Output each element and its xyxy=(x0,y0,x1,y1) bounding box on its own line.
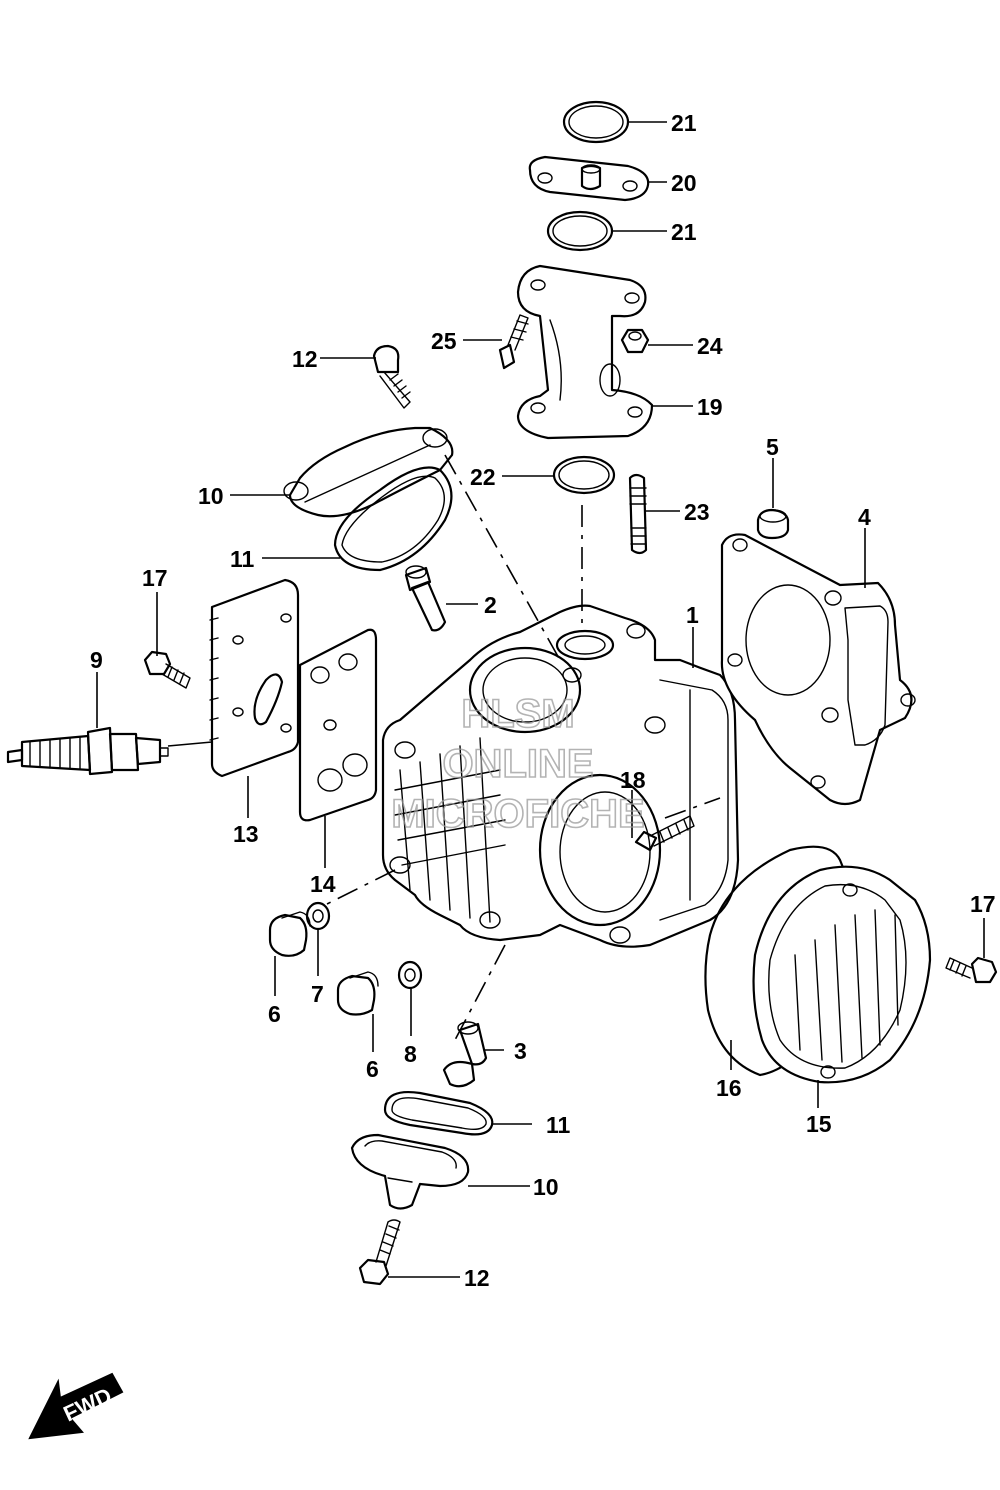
insulator-plate-13[interactable] xyxy=(209,578,300,778)
callout-8: 8 xyxy=(404,1041,417,1067)
callout-21-top: 21 xyxy=(671,110,697,136)
tappet-cap-10-bottom[interactable] xyxy=(350,1133,470,1210)
callout-6-left: 6 xyxy=(268,1001,281,1027)
leader-lines xyxy=(96,121,985,1278)
bolt-18[interactable] xyxy=(634,815,695,852)
o-ring-21-lower[interactable] xyxy=(546,210,614,252)
valve-guide-2[interactable] xyxy=(404,565,447,632)
callout-17-left: 17 xyxy=(142,565,168,591)
alignment-lines xyxy=(324,454,721,1041)
callout-12-bottom: 12 xyxy=(464,1265,490,1291)
callout-20: 20 xyxy=(671,170,697,196)
callout-labels: 21 20 21 25 24 12 19 22 23 5 4 10 11 2 1… xyxy=(90,110,996,1291)
intake-flange-20[interactable] xyxy=(528,155,650,202)
callout-23: 23 xyxy=(684,499,710,525)
spark-plug-9[interactable] xyxy=(6,726,169,776)
callout-16: 16 xyxy=(716,1075,742,1101)
cap-nut-6-right[interactable] xyxy=(336,971,379,1016)
callout-24: 24 xyxy=(697,333,723,359)
watermark: HLSM ONLINE MICROFICHE xyxy=(391,691,646,837)
callout-19: 19 xyxy=(697,394,723,420)
gasket-14[interactable] xyxy=(298,628,378,822)
callout-10-bottom: 10 xyxy=(533,1174,559,1200)
callout-11-top: 11 xyxy=(230,546,255,572)
callout-11-bottom: 11 xyxy=(546,1112,571,1138)
callout-21-lower: 21 xyxy=(671,219,697,245)
callout-14: 14 xyxy=(310,871,336,897)
callout-7: 7 xyxy=(311,981,324,1007)
nut-24[interactable] xyxy=(620,328,650,354)
bolt-17-left[interactable] xyxy=(143,650,191,689)
head-gasket-4[interactable] xyxy=(720,533,916,806)
tappet-cap-10-top[interactable] xyxy=(283,426,454,518)
watermark-line-1: HLSM xyxy=(461,692,574,736)
bolt-12-bottom[interactable] xyxy=(358,1219,401,1286)
dowel-pin-5[interactable] xyxy=(756,508,790,540)
bolt-25[interactable] xyxy=(498,314,529,370)
intake-pipe-19[interactable] xyxy=(516,264,654,440)
cap-nut-6-left[interactable] xyxy=(268,911,311,957)
bolt-12-top[interactable] xyxy=(372,344,411,409)
callout-1: 1 xyxy=(686,602,699,628)
callout-18: 18 xyxy=(620,767,646,793)
washer-7[interactable] xyxy=(305,901,331,931)
fwd-arrow-icon: FWD xyxy=(28,1372,124,1440)
o-ring-11-bottom[interactable] xyxy=(383,1091,494,1136)
callout-9: 9 xyxy=(90,647,103,673)
watermark-line-2: ONLINE xyxy=(442,742,593,786)
callout-4: 4 xyxy=(858,504,871,530)
callout-6-right: 6 xyxy=(366,1056,379,1082)
o-ring-22[interactable] xyxy=(552,455,616,495)
cylinder-head-1[interactable] xyxy=(381,604,740,948)
callout-5: 5 xyxy=(766,434,779,460)
stud-bolt-23[interactable] xyxy=(628,473,648,555)
callout-3: 3 xyxy=(514,1038,527,1064)
o-ring-11-top[interactable] xyxy=(333,466,453,572)
valve-guide-3[interactable] xyxy=(442,1021,488,1088)
callout-25: 25 xyxy=(431,328,457,354)
watermark-line-3: MICROFICHE xyxy=(391,792,644,836)
callout-22: 22 xyxy=(470,464,496,490)
callout-10-top: 10 xyxy=(198,483,224,509)
callout-17-right: 17 xyxy=(970,891,996,917)
washer-8[interactable] xyxy=(397,960,423,990)
callout-12-top: 12 xyxy=(292,346,318,372)
o-ring-21-top[interactable] xyxy=(562,100,630,144)
bolt-17-right[interactable] xyxy=(945,956,998,984)
callout-15: 15 xyxy=(806,1111,832,1137)
callout-13: 13 xyxy=(233,821,259,847)
callout-2: 2 xyxy=(484,592,497,618)
side-cover-15[interactable] xyxy=(752,865,932,1084)
